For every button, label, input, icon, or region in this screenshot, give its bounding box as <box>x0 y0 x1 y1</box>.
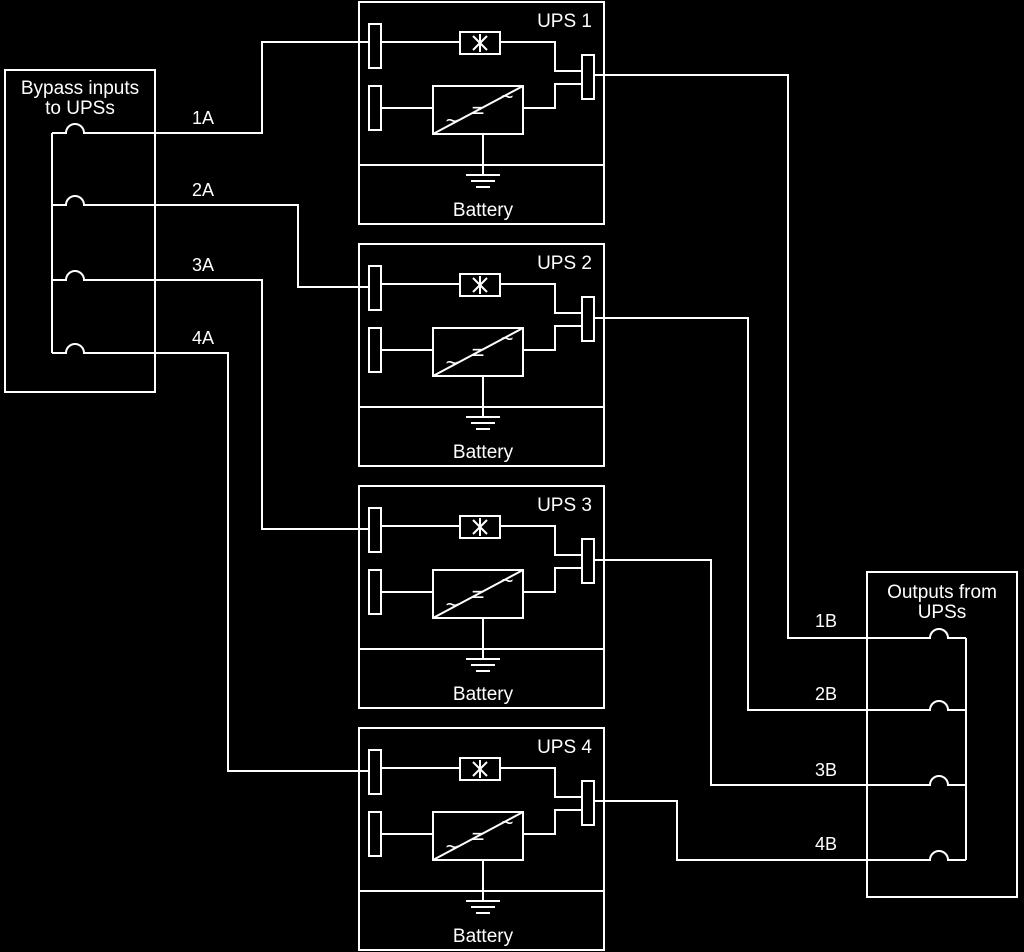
bypass-inputs-box: Bypass inputs to UPSs <box>4 69 156 393</box>
output-feeds: 1B 2B 3B 4B <box>594 74 966 861</box>
battery-label: Battery <box>453 442 514 463</box>
bypass-input-connector <box>368 265 382 311</box>
battery-label: Battery <box>453 684 514 705</box>
bypass-input-feeds: 1A 2A 3A 4A <box>52 41 369 772</box>
ups-title: UPS 4 <box>537 737 592 758</box>
output-connector <box>581 538 595 584</box>
svg-text:~: ~ <box>446 350 459 375</box>
feed-4B-label: 4B <box>815 834 837 854</box>
ac-dc-converter-icon <box>432 327 524 377</box>
feed-2A-label: 2A <box>192 180 214 200</box>
svg-text:=: = <box>472 98 485 123</box>
bypass-input-connector <box>368 749 382 795</box>
ups-title: UPS 1 <box>537 11 592 32</box>
feed-3B-label: 3B <box>815 760 837 780</box>
svg-text:=: = <box>472 582 485 607</box>
bypass-input-connector <box>368 23 382 69</box>
feed-1A-label: 1A <box>192 108 214 128</box>
bypass-input-connector <box>368 507 382 553</box>
feed-4A-label: 4A <box>192 328 214 348</box>
ac-dc-converter-icon <box>432 811 524 861</box>
bypass-box-line2: to UPSs <box>45 98 115 119</box>
outputs-box: Outputs from UPSs <box>866 571 1018 898</box>
ups-unit-3: UPS 3 Battery ~ = ~ <box>358 485 605 709</box>
feed-3A-wire <box>52 270 369 530</box>
battery-label: Battery <box>453 200 514 221</box>
rectifier-input-connector <box>368 327 382 373</box>
feed-2A-wire <box>52 195 369 288</box>
rectifier-input-connector <box>368 569 382 615</box>
outputs-box-line2: UPSs <box>918 602 967 623</box>
ups-title: UPS 2 <box>537 253 592 274</box>
output-connector <box>581 296 595 342</box>
output-connector <box>581 54 595 100</box>
svg-text:~: ~ <box>501 810 514 835</box>
feed-1B-wire <box>594 74 966 639</box>
ups-title: UPS 3 <box>537 495 592 516</box>
rectifier-input-connector <box>368 85 382 131</box>
ac-dc-converter-icon <box>432 569 524 619</box>
ground-icon <box>466 134 500 188</box>
bypass-box-line1: Bypass inputs <box>21 78 139 99</box>
ground-icon <box>466 860 500 914</box>
svg-text:~: ~ <box>501 326 514 351</box>
svg-text:=: = <box>472 340 485 365</box>
ups-unit-4: UPS 4 Battery ~ = ~ <box>358 727 605 951</box>
svg-text:~: ~ <box>501 568 514 593</box>
feed-1B-label: 1B <box>815 611 837 631</box>
feed-3B-wire <box>594 559 966 786</box>
ground-icon <box>466 618 500 672</box>
svg-text:~: ~ <box>446 834 459 859</box>
ground-icon <box>466 376 500 430</box>
feed-3A-label: 3A <box>192 255 214 275</box>
outputs-box-line1: Outputs from <box>887 582 997 603</box>
feed-1A-wire <box>52 41 369 134</box>
feed-4A-wire <box>52 343 369 772</box>
svg-text:~: ~ <box>446 108 459 133</box>
feed-4B-wire <box>594 800 966 861</box>
feed-2B-label: 2B <box>815 684 837 704</box>
svg-text:~: ~ <box>501 84 514 109</box>
ups-unit-2: UPS 2 Battery ~ = ~ <box>358 243 605 467</box>
svg-text:=: = <box>472 824 485 849</box>
battery-label: Battery <box>453 926 514 947</box>
feed-2B-wire <box>594 317 966 711</box>
ups-unit-1: UPS 1 Battery ~ = ~ <box>358 1 605 225</box>
output-connector <box>581 780 595 826</box>
ac-dc-converter-icon <box>432 85 524 135</box>
rectifier-input-connector <box>368 811 382 857</box>
svg-text:~: ~ <box>446 592 459 617</box>
